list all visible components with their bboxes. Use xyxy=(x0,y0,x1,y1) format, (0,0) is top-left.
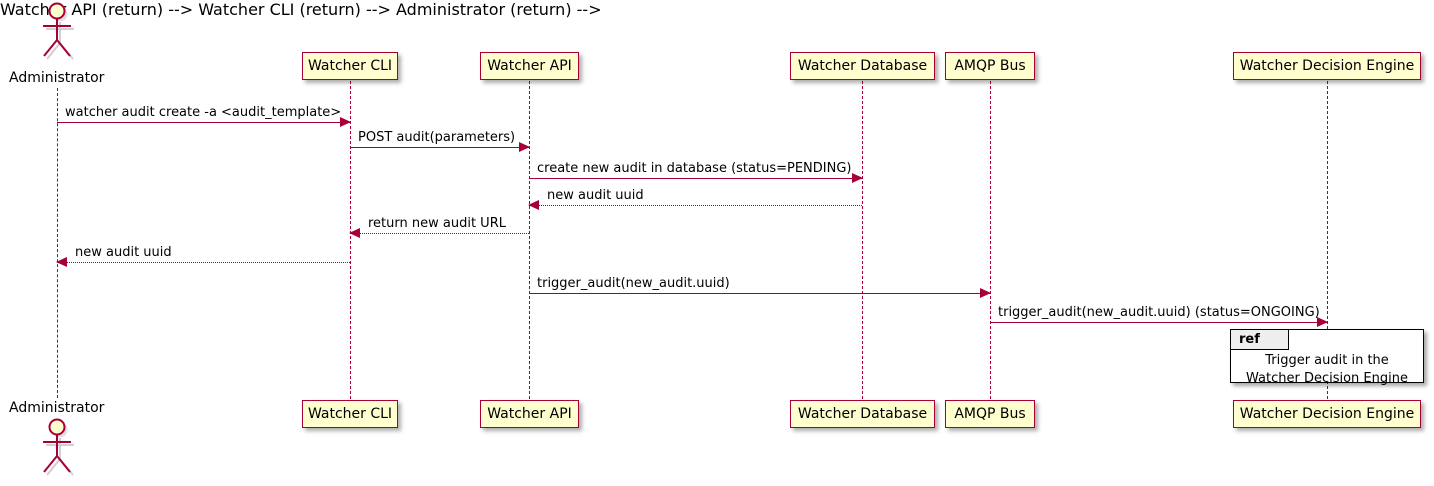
participant-label: Watcher Decision Engine xyxy=(1239,406,1415,422)
participant-label: Watcher Database xyxy=(797,406,928,422)
message-line xyxy=(529,293,990,294)
arrowhead-right-icon xyxy=(852,173,863,183)
participant-label: Watcher Database xyxy=(797,58,928,74)
ref-body-line-2: Watcher Decision Engine xyxy=(1246,370,1408,386)
message-label: trigger_audit(new_audit.uuid) (status=ON… xyxy=(998,305,1320,320)
participant-label: AMQP Bus xyxy=(954,58,1026,74)
message-label: create new audit in database (status=PEN… xyxy=(537,161,852,176)
ref-fragment: ref Trigger audit in the Watcher Decisio… xyxy=(1230,329,1424,386)
lifeline-watcher-api xyxy=(529,81,530,399)
participant-label: AMQP Bus xyxy=(954,406,1026,422)
ref-body-line-1: Trigger audit in the xyxy=(1265,353,1389,368)
arrowhead-right-icon xyxy=(340,117,351,127)
message-line xyxy=(350,233,529,234)
participant-footer-amqp-bus[interactable]: AMQP Bus xyxy=(945,400,1035,428)
message-line xyxy=(529,205,862,206)
actor-figure-icon xyxy=(43,418,74,476)
participant-label: Watcher Decision Engine xyxy=(1239,58,1415,74)
lifeline-watcher-cli xyxy=(350,81,351,399)
participant-header-watcher-database[interactable]: Watcher Database xyxy=(790,52,935,80)
lifeline-administrator xyxy=(57,88,58,398)
participant-footer-watcher-decision-engine[interactable]: Watcher Decision Engine xyxy=(1233,400,1421,428)
participant-label: Watcher API xyxy=(487,406,572,422)
actor-administrator-bottom xyxy=(33,418,103,476)
participant-label: Watcher CLI xyxy=(307,406,393,422)
participant-label: Watcher CLI xyxy=(307,58,393,74)
participant-header-watcher-api[interactable]: Watcher API xyxy=(480,52,579,80)
participant-footer-watcher-cli[interactable]: Watcher CLI xyxy=(302,400,398,428)
arrowhead-left-icon xyxy=(349,228,360,238)
arrowhead-left-icon xyxy=(528,200,539,210)
actor-administrator-top xyxy=(33,2,103,60)
arrowhead-left-icon xyxy=(56,257,67,267)
message-label: new audit uuid xyxy=(75,245,172,260)
message-line xyxy=(57,262,350,263)
actor-label-administrator-top: Administrator xyxy=(9,70,105,86)
participant-header-watcher-cli[interactable]: Watcher CLI xyxy=(302,52,398,80)
message-label: POST audit(parameters) xyxy=(358,130,516,145)
arrowhead-right-icon xyxy=(519,142,530,152)
arrowhead-right-icon xyxy=(1317,317,1328,327)
participant-footer-watcher-api[interactable]: Watcher API xyxy=(480,400,579,428)
arrowhead-right-icon xyxy=(980,288,991,298)
message-line xyxy=(350,147,529,148)
participant-header-watcher-decision-engine[interactable]: Watcher Decision Engine xyxy=(1233,52,1421,80)
lifeline-amqp-bus xyxy=(990,81,991,399)
lifeline-watcher-database xyxy=(862,81,863,399)
message-label: new audit uuid xyxy=(547,188,644,203)
participant-header-amqp-bus[interactable]: AMQP Bus xyxy=(945,52,1035,80)
participant-footer-watcher-database[interactable]: Watcher Database xyxy=(790,400,935,428)
message-line xyxy=(990,322,1327,323)
message-label: watcher audit create -a <audit_template> xyxy=(65,105,342,120)
ref-tag-label: ref xyxy=(1239,332,1260,347)
actor-figure-icon xyxy=(43,2,74,60)
actor-label-administrator-bottom: Administrator xyxy=(9,400,105,416)
lifeline-watcher-decision-engine xyxy=(1327,81,1328,399)
message-label: trigger_audit(new_audit.uuid) xyxy=(537,276,730,291)
message-line xyxy=(529,178,862,179)
message-label: return new audit URL xyxy=(368,216,506,231)
message-line xyxy=(57,122,350,123)
ref-fragment-tag: ref xyxy=(1231,330,1289,350)
participant-label: Watcher API xyxy=(487,58,572,74)
ref-fragment-body: Trigger audit in the Watcher Decision En… xyxy=(1231,352,1423,387)
